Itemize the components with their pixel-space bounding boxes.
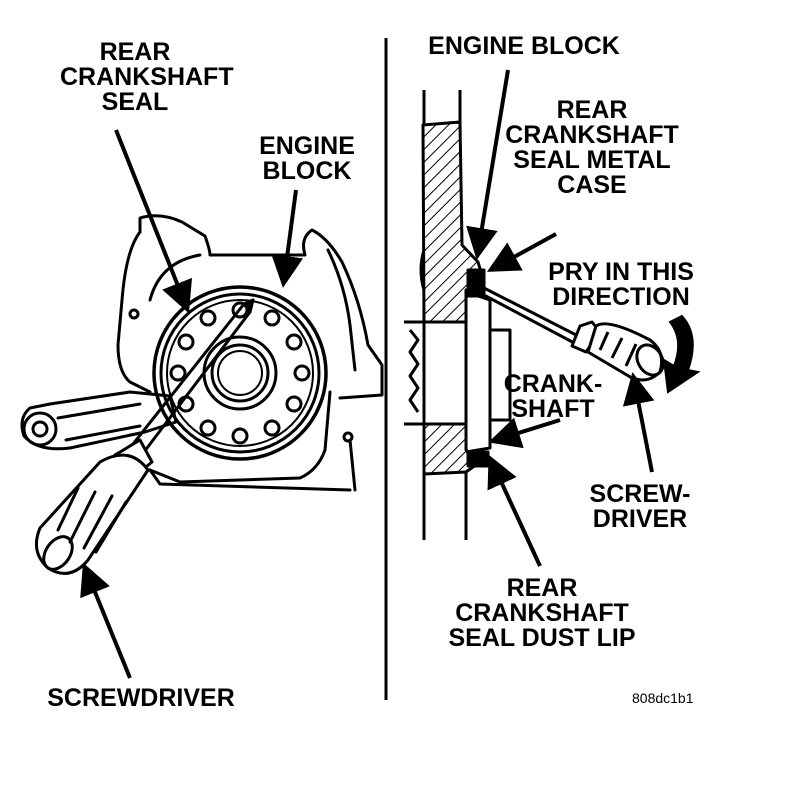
crankshaft-section xyxy=(422,320,468,426)
leader-rear-seal xyxy=(114,129,192,314)
label-line: SEAL xyxy=(101,88,169,116)
label-line: REAR xyxy=(556,96,628,124)
leader-crankshaft xyxy=(488,417,561,449)
leader-dust-lip xyxy=(487,454,542,567)
label-pry-direction: PRY IN THIS DIRECTION xyxy=(536,260,706,310)
leader-engine-block xyxy=(271,189,304,288)
label-line: REAR xyxy=(99,38,171,66)
right-leaders xyxy=(466,69,655,567)
engine-block-outline xyxy=(138,214,384,400)
label-line: DIRECTION xyxy=(552,283,690,311)
right-section-view xyxy=(404,90,665,540)
seal-metal-case xyxy=(466,268,486,298)
seal-dust-lip xyxy=(466,450,490,468)
label-line: CRANKSHAFT xyxy=(60,63,234,91)
left-leaders xyxy=(80,129,304,679)
label-line: SCREWDRIVER xyxy=(47,684,235,712)
label-line: SEAL DUST LIP xyxy=(448,624,636,652)
label-right-screwdriver: SCREW- DRIVER xyxy=(580,482,700,532)
label-seal-dust-lip: REAR CRANKSHAFT SEAL DUST LIP xyxy=(432,576,652,651)
left-screwdriver xyxy=(34,298,255,575)
right-screwdriver xyxy=(481,286,665,382)
label-left-screwdriver: SCREWDRIVER xyxy=(36,686,246,711)
label-crankshaft: CRANK- SHAFT xyxy=(498,372,608,422)
label-line: CRANKSHAFT xyxy=(455,599,629,627)
label-line: BLOCK xyxy=(262,157,352,185)
label-line: PRY IN THIS xyxy=(548,258,694,286)
label-line: SCREW- xyxy=(589,480,691,508)
label-line: ENGINE xyxy=(259,132,355,160)
label-seal-metal-case: REAR CRANKSHAFT SEAL METAL CASE xyxy=(492,98,692,198)
label-line: SEAL METAL xyxy=(513,146,671,174)
label-line: CRANKSHAFT xyxy=(505,121,679,149)
label-line: DRIVER xyxy=(592,505,688,533)
label-line: ENGINE BLOCK xyxy=(428,32,620,60)
leader-screwdriver xyxy=(80,562,132,679)
pry-direction-arrow xyxy=(662,314,701,394)
leader-metal-case xyxy=(486,232,557,272)
label-right-engine-block: ENGINE BLOCK xyxy=(414,34,634,59)
figure-code: 808dc1b1 xyxy=(632,690,694,706)
label-left-rear-crankshaft-seal: REAR CRANKSHAFT SEAL xyxy=(60,38,234,116)
label-line: REAR xyxy=(506,574,578,602)
label-line: CRANK- xyxy=(503,370,603,398)
left-engine-view xyxy=(20,214,384,575)
label-line: SHAFT xyxy=(511,395,595,423)
label-left-engine-block: ENGINE BLOCK xyxy=(242,134,372,184)
leader-block-top xyxy=(466,69,510,260)
label-line: CASE xyxy=(557,171,627,199)
crankshaft-flange xyxy=(152,285,328,461)
leader-right-screwdriver xyxy=(622,372,655,473)
